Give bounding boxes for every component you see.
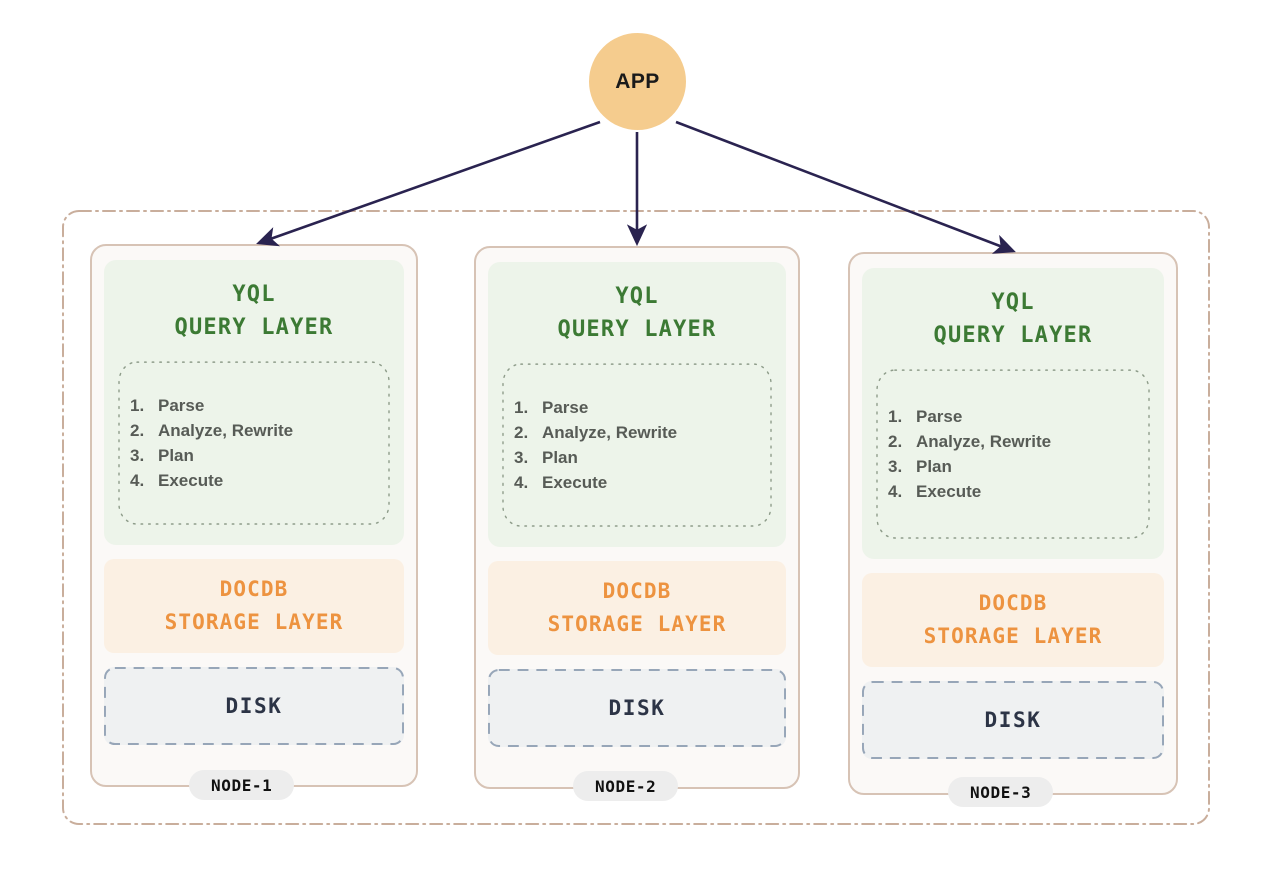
query-steps-list-1: Parse Analyze, Rewrite Plan Execute [118,393,293,493]
query-step-item: Execute [514,470,608,495]
node-pill-3[interactable]: NODE-3 [948,777,1054,807]
node-2-content: YQL QUERY LAYER Parse Analyze, Rewrite P… [476,248,798,787]
node-pill-2[interactable]: NODE-2 [573,771,679,801]
query-step-item: Analyze, Rewrite [514,420,678,445]
query-layer-panel-3[interactable]: YQL QUERY LAYER Parse Analyze, Rewrite P… [862,268,1164,559]
node-card-3[interactable]: YQL QUERY LAYER Parse Analyze, Rewrite P… [848,252,1178,795]
query-step-item: Execute [888,479,982,504]
disk-panel-1[interactable]: DISK [104,667,404,745]
node-3-content: YQL QUERY LAYER Parse Analyze, Rewrite P… [850,254,1176,793]
node-1-content: YQL QUERY LAYER Parse Analyze, Rewrite P… [92,246,416,785]
query-layer-panel-2[interactable]: YQL QUERY LAYER Parse Analyze, Rewrite P… [488,262,786,547]
disk-panel-2[interactable]: DISK [488,669,786,747]
app-node-label: APP [615,69,660,93]
disk-label-1: DISK [225,694,283,718]
query-step-item: Parse [514,395,589,420]
query-steps-list-2: Parse Analyze, Rewrite Plan Execute [502,395,677,495]
storage-layer-panel-3[interactable]: DOCDB STORAGE LAYER [862,573,1164,667]
disk-label-3: DISK [984,708,1042,732]
app-node[interactable]: APP [589,33,686,130]
storage-layer-title-3: DOCDB STORAGE LAYER [923,591,1103,648]
node-pill-1[interactable]: NODE-1 [189,770,295,800]
disk-label-2: DISK [608,696,666,720]
query-layer-title-1: YQL QUERY LAYER [174,282,334,341]
query-step-item: Analyze, Rewrite [130,418,294,443]
query-step-item: Plan [888,454,952,479]
node-card-2[interactable]: YQL QUERY LAYER Parse Analyze, Rewrite P… [474,246,800,789]
query-layer-panel-1[interactable]: YQL QUERY LAYER Parse Analyze, Rewrite P… [104,260,404,545]
storage-layer-panel-2[interactable]: DOCDB STORAGE LAYER [488,561,786,655]
query-steps-box-1: Parse Analyze, Rewrite Plan Execute [118,361,390,525]
storage-layer-panel-1[interactable]: DOCDB STORAGE LAYER [104,559,404,653]
query-step-item: Plan [514,445,578,470]
query-steps-box-2: Parse Analyze, Rewrite Plan Execute [502,363,772,527]
query-layer-title-3: YQL QUERY LAYER [933,290,1093,349]
query-steps-box-3: Parse Analyze, Rewrite Plan Execute [876,369,1150,539]
storage-layer-title-2: DOCDB STORAGE LAYER [547,579,727,636]
query-step-item: Parse [888,404,963,429]
query-step-item: Plan [130,443,194,468]
storage-layer-title-1: DOCDB STORAGE LAYER [164,577,344,634]
node-card-1[interactable]: YQL QUERY LAYER Parse Analyze, Rewrite P… [90,244,418,787]
disk-panel-3[interactable]: DISK [862,681,1164,759]
query-step-item: Analyze, Rewrite [888,429,1052,454]
query-step-item: Parse [130,393,205,418]
query-step-item: Execute [130,468,224,493]
query-steps-list-3: Parse Analyze, Rewrite Plan Execute [876,404,1051,504]
query-layer-title-2: YQL QUERY LAYER [557,284,717,343]
